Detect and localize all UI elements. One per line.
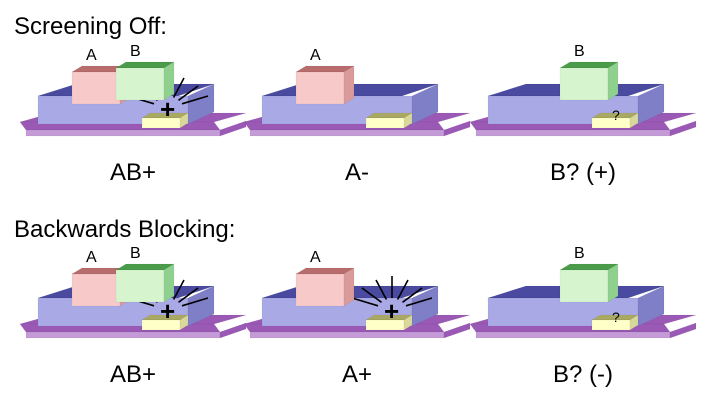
base-plate-front — [249, 331, 445, 339]
block-a-side — [343, 65, 355, 105]
block-a-letter: A — [310, 47, 321, 64]
detector-side — [629, 112, 639, 129]
base-plate-side — [669, 120, 697, 137]
row-title-screening-off: Screening Off: — [14, 13, 167, 40]
panel-caption: A- — [345, 159, 369, 186]
activation-plus: + — [160, 94, 175, 124]
block-b-front — [559, 67, 609, 101]
detector-front — [591, 117, 631, 129]
activation-ray — [181, 297, 209, 307]
block-b-front — [115, 269, 165, 303]
block-a-front — [295, 273, 345, 307]
activation-ray — [361, 287, 382, 303]
activation-ray — [172, 77, 185, 98]
block-b-letter: B — [574, 245, 585, 262]
detector-side — [403, 314, 413, 331]
block-b-front — [559, 269, 609, 303]
block-a-front — [295, 71, 345, 105]
activation-ray — [396, 279, 409, 300]
base-plate-front — [475, 331, 671, 339]
activation-plus: + — [160, 296, 175, 326]
row-title-backwards-blocking: Backwards Blocking: — [14, 216, 235, 243]
activation-ray — [178, 85, 199, 101]
block-b-side — [607, 263, 619, 303]
activation-ray — [351, 297, 379, 307]
block-b-side — [163, 61, 175, 101]
block-a-letter: A — [86, 249, 97, 266]
panel-caption: AB+ — [110, 361, 156, 388]
panel-1-1: + A A+ — [243, 249, 471, 388]
detector-front — [365, 117, 405, 129]
base-plate-side — [669, 322, 697, 339]
block-a-letter: A — [310, 249, 321, 266]
block-a-letter: A — [86, 47, 97, 64]
block-a-front — [71, 273, 121, 307]
activation-ray — [402, 287, 423, 303]
block-b-letter: B — [130, 245, 141, 262]
base-plate-side — [443, 120, 471, 137]
block-b-side — [163, 263, 175, 303]
panel-caption: AB+ — [110, 159, 156, 186]
detector-question-mark: ? — [612, 309, 620, 325]
panel-0-1: A A- — [243, 47, 471, 186]
panels: + A B AB+ A A-? B B? (+) + A B AB+ + A A+? B B? (-) — [19, 43, 697, 388]
block-a-front — [71, 71, 121, 105]
panel-caption: B? (-) — [553, 361, 613, 388]
detector-front — [591, 319, 631, 331]
detector-side — [179, 314, 189, 331]
base-plate-front — [475, 129, 671, 137]
panel-caption: B? (+) — [550, 159, 616, 186]
block-a-side — [343, 267, 355, 307]
panel-caption: A+ — [342, 361, 372, 388]
base-plate-side — [219, 120, 247, 137]
detector-side — [179, 112, 189, 129]
block-b-letter: B — [130, 43, 141, 60]
block-b-front — [115, 67, 165, 101]
activation-ray — [181, 95, 209, 105]
base-plate-front — [249, 129, 445, 137]
detector-side — [629, 314, 639, 331]
activation-plus: + — [384, 296, 399, 326]
base-plate-side — [219, 322, 247, 339]
activation-ray — [178, 287, 199, 303]
base-plate-side — [443, 322, 471, 339]
activation-ray — [172, 279, 185, 300]
base-plate-front — [25, 331, 221, 339]
panel-1-0: + A B AB+ — [19, 245, 247, 388]
base-plate-front — [25, 129, 221, 137]
detector-question-mark: ? — [612, 107, 620, 123]
detector-side — [403, 112, 413, 129]
panel-1-2: ? B B? (-) — [469, 245, 697, 388]
panel-0-2: ? B B? (+) — [469, 43, 697, 186]
block-b-letter: B — [574, 43, 585, 60]
block-b-side — [607, 61, 619, 101]
panel-0-0: + A B AB+ — [19, 43, 247, 186]
activation-ray — [375, 279, 388, 300]
activation-ray — [405, 297, 433, 307]
